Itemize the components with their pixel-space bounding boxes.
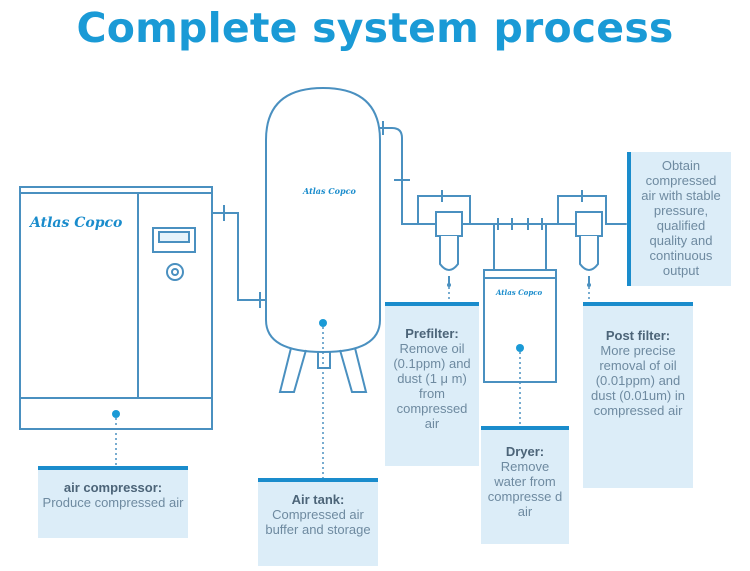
prefilter-heading: Prefilter:: [405, 326, 459, 341]
prefilter-unit: [435, 211, 463, 287]
dryer-description: Remove water from compresse d air: [487, 459, 563, 519]
air-tank-vessel: [265, 86, 381, 393]
compressor-logo: Atlas Copco: [30, 215, 123, 231]
output-callout: Obtain compressed air with stable pressu…: [627, 152, 731, 286]
tank-logo: Atlas Copco: [303, 186, 356, 196]
postfilter-description: More precise removal of oil (0.01ppm) an…: [591, 343, 685, 418]
air-compressor-unit: [19, 186, 213, 430]
postfilter-heading: Post filter:: [605, 328, 671, 343]
postfilter-callout: Post filter: More precise removal of oil…: [583, 302, 693, 488]
prefilter-callout: Prefilter: Remove oil (0.1ppm) and dust …: [385, 302, 479, 466]
output-description: Obtain compressed air with stable pressu…: [641, 158, 721, 278]
dryer-logo: Atlas Copco: [496, 288, 543, 297]
prefilter-description: Remove oil (0.1ppm) and dust (1 μ m) fro…: [393, 341, 471, 431]
page-title: Complete system process: [76, 4, 674, 52]
dryer-unit: [483, 269, 557, 383]
dryer-heading: Dryer:: [505, 444, 545, 459]
compressor-heading: air compressor:: [63, 480, 163, 495]
leader-lines: [115, 223, 628, 478]
tank-description: Compressed air buffer and storage: [265, 507, 371, 537]
compressor-description: Produce compressed air: [42, 495, 184, 510]
compressor-callout: air compressor: Produce compressed air: [38, 466, 188, 538]
pipe-compressor-tank: [212, 205, 268, 308]
tank-callout: Air tank: Compressed air buffer and stor…: [258, 478, 378, 566]
dryer-callout: Dryer: Remove water from compresse d air: [481, 426, 569, 544]
postfilter-unit: [575, 211, 603, 287]
tank-heading: Air tank:: [291, 492, 345, 507]
